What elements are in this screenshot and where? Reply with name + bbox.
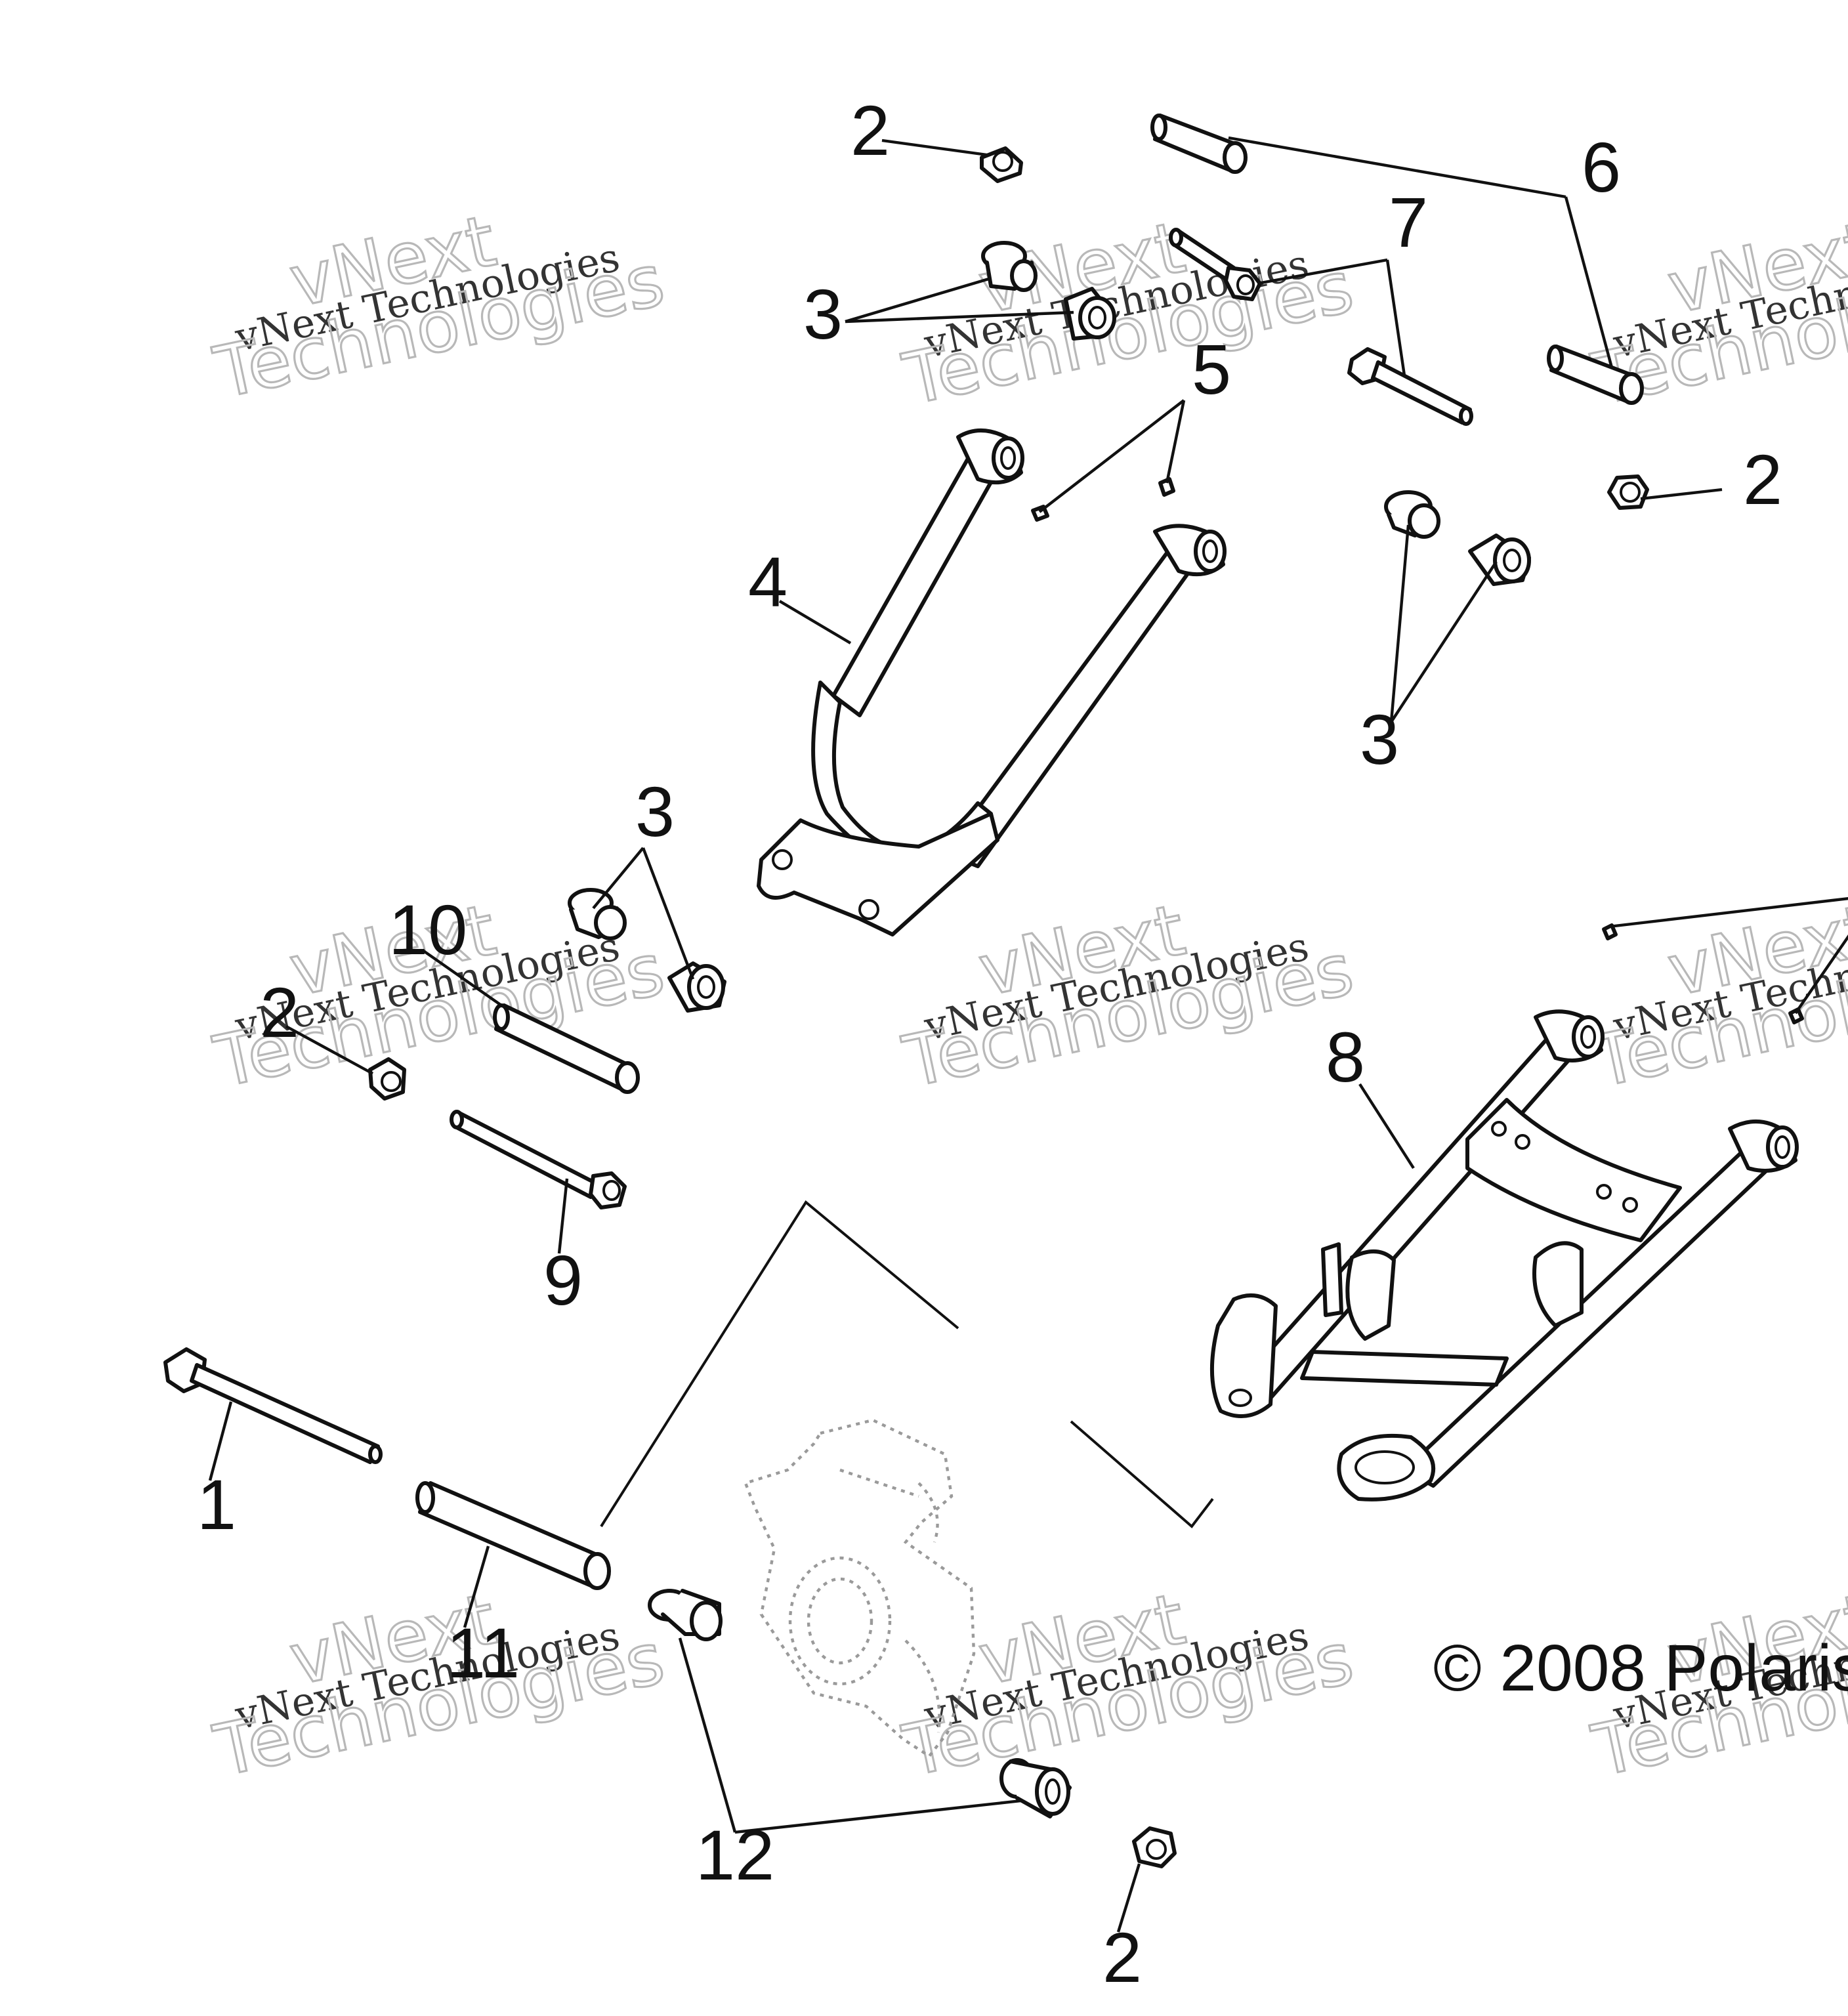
grease-fitting-right[interactable]	[1788, 1007, 1804, 1024]
reference-lines	[600, 1200, 1214, 1528]
watermarks: vNext vNext Technologies Technologies vN…	[207, 199, 1848, 1794]
watermark: vNext vNext Technologies Technologies	[896, 205, 1361, 422]
part-3-bushing-mid-2[interactable]	[667, 961, 726, 1013]
part-2-nut-top[interactable]	[980, 146, 1023, 183]
callout-3-top: 3	[803, 274, 843, 354]
watermark: vNext vNext Technologies Technologies	[1585, 888, 1848, 1104]
callout-1: 1	[197, 1465, 236, 1544]
part-11-tube[interactable]	[415, 1481, 611, 1590]
callout-5: 5	[1192, 329, 1231, 409]
watermark: vNext vNext Technologies Technologies	[207, 199, 672, 415]
callout-2-left: 2	[260, 973, 299, 1052]
callout-6: 6	[1582, 127, 1621, 207]
part-10-tube[interactable]	[493, 1003, 640, 1094]
callout-9: 9	[543, 1240, 583, 1320]
copyright-text: © 2008 Polaris Sales Inc.	[1433, 1631, 1848, 1705]
part-9-bolt[interactable]	[450, 1110, 627, 1209]
part-6-tube-bottom[interactable]	[1547, 345, 1644, 405]
callout-10: 10	[388, 890, 467, 969]
leader-lines	[208, 136, 1848, 1933]
part-12-bushing-1[interactable]	[648, 1589, 723, 1641]
callout-4: 4	[748, 542, 788, 621]
knuckle-phantom	[744, 1418, 976, 1758]
part-8-lower-a-arm[interactable]	[1209, 1009, 1799, 1502]
part-6-tube-top[interactable]	[1150, 114, 1248, 174]
part-2-nut-right[interactable]	[1607, 474, 1649, 510]
part-12-bushing-2[interactable]	[999, 1758, 1072, 1818]
part-3-bushing-mid-1[interactable]	[568, 888, 627, 940]
part-7-bolt-lower[interactable]	[1347, 347, 1473, 426]
callout-12: 12	[696, 1815, 774, 1895]
callout-2-bottom: 2	[1102, 1918, 1142, 1997]
part-3-bushing-right-2[interactable]	[1468, 534, 1531, 586]
callout-3-mid: 3	[635, 772, 675, 851]
callout-8: 8	[1326, 1017, 1365, 1097]
callout-2-top: 2	[850, 91, 890, 170]
callout-numbers: 2 3 6 7 5 4 2 3 3 10 2 9 8 1 11 12 2	[197, 91, 1782, 1997]
callout-2-right: 2	[1743, 440, 1782, 519]
callout-3-right: 3	[1360, 700, 1399, 779]
part-3-bushing-top-1[interactable]	[981, 241, 1038, 292]
watermark: vNext vNext Technologies Technologies	[896, 888, 1361, 1104]
part-1-long-bolt[interactable]	[163, 1347, 383, 1464]
part-2-nut-left[interactable]	[368, 1057, 406, 1101]
part-2-nut-bottom[interactable]	[1132, 1826, 1177, 1868]
part-4-upper-a-arm[interactable]	[757, 429, 1227, 936]
part-7-bolt-upper[interactable]	[1169, 228, 1262, 301]
watermark: vNext vNext Technologies Technologies	[896, 1577, 1361, 1794]
callout-11: 11	[446, 1613, 520, 1692]
callout-7: 7	[1389, 182, 1428, 262]
part-3-bushing-right-1[interactable]	[1384, 490, 1440, 539]
part-3-bushing-top-2[interactable]	[1064, 287, 1116, 341]
